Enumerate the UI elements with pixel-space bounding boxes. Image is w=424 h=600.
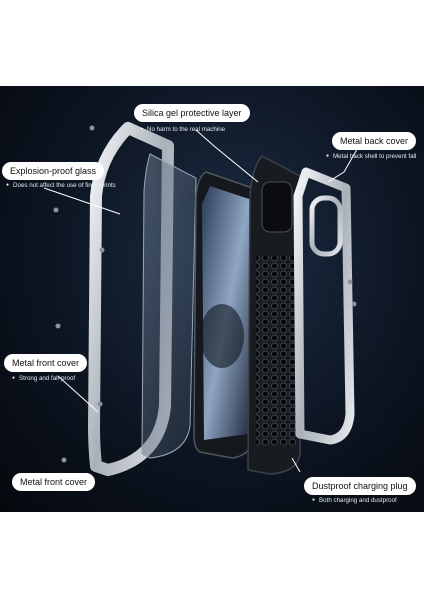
metal-front-cover-bottom-label: Metal front cover [12,473,96,491]
glass-layer [141,153,197,459]
silica-layer-label: Silica gel protective layer [134,104,250,122]
metal-front-cover-mid-label: Metal front cover [4,354,88,372]
screws [53,125,357,463]
dustproof-plug-note: Both charging and dustproof [312,497,397,504]
callout-leaders [43,129,361,473]
explosion-glass-label: Explosion-proof glass [2,162,105,180]
metal-front-cover-mid-note: Strong and fall-proof [12,375,75,382]
phone-device [193,171,259,459]
metal-back-cover-label: Metal back cover [332,132,417,150]
explosion-glass-note: Does not affect the use of fingerprints [6,182,116,189]
exploded-case-illustration [43,122,361,476]
metal-back-cover-note: Metal back shell to prevent fall [326,153,416,160]
metal-back-shell [293,167,355,445]
dustproof-plug-label: Dustproof charging plug [304,477,416,495]
silica-layer-note: No harm to the real machine [140,126,225,133]
product-stage: Silica gel protective layer No harm to t… [0,86,424,512]
silicone-inner-layer [247,155,301,475]
